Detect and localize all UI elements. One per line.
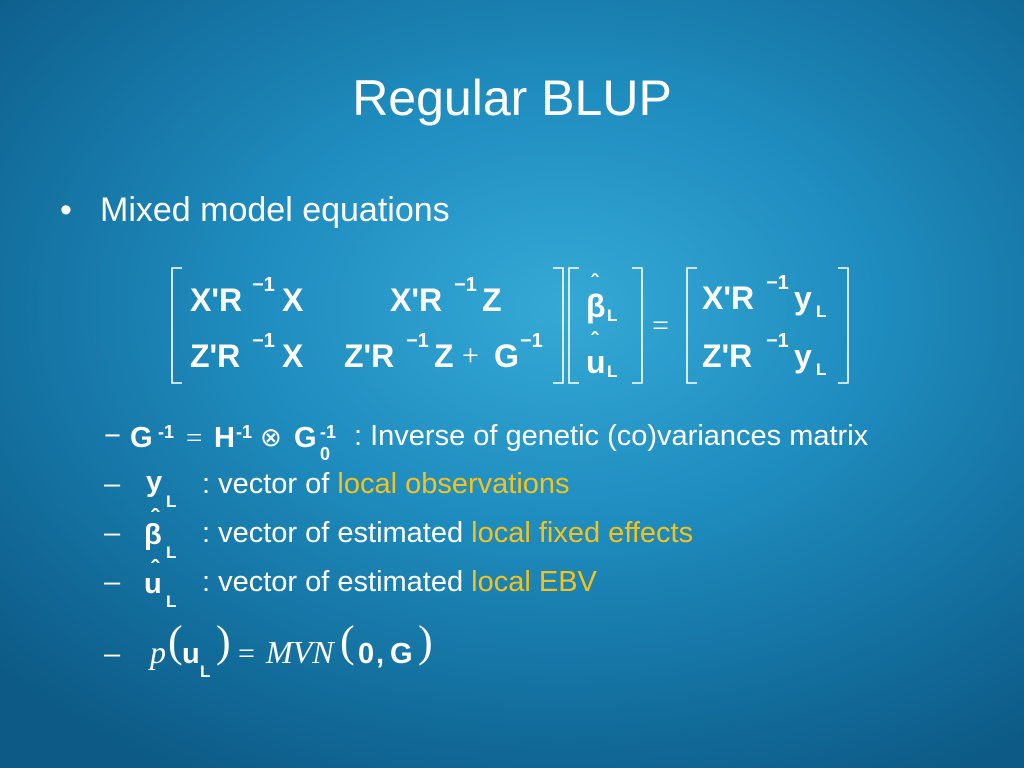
rhs-row1-xr: X'R (702, 280, 755, 316)
sub-item-beta-local: – ˆ β L : vector of estimated local fixe… (104, 505, 984, 562)
sub-item-u-local: – ˆ u L : vector of estimated local EBV (104, 556, 984, 611)
row1-col1-sup: −1 (252, 274, 275, 296)
beta-hat-accent: ˆ (591, 270, 599, 295)
sub-item-g-inverse: − G -1 = H -1 ⊗ G -1 0 : Inverse of gene… (104, 418, 984, 464)
h-sup: -1 (236, 422, 253, 442)
rhs-row2-sub: L (816, 360, 827, 379)
beta-sub: L (607, 306, 618, 325)
y-sub: L (166, 492, 177, 511)
sub-item-text: : vector of estimated local fixed effect… (202, 515, 693, 551)
beta-symbol: β (144, 519, 162, 551)
rhs-row1-y: y (794, 280, 812, 316)
sub-item-text-highlight: local observations (337, 468, 570, 500)
right-paren-2: ) (418, 617, 433, 666)
sub-item-dash: – (104, 517, 121, 549)
u-sub: L (200, 662, 211, 681)
sub-item-dash: – (104, 468, 121, 500)
left-paren-2: ( (340, 617, 355, 666)
sub-item-distribution: – p ( u L ) = MVN ( 0 , G ) (104, 617, 664, 682)
bullet-text: Mixed model equations (100, 191, 450, 229)
rhs-row2-zr: Z'R (702, 338, 753, 374)
u-hat-accent: ˆ (151, 556, 159, 583)
h-symbol: H (214, 422, 235, 454)
equals-sign: = (238, 637, 255, 670)
sub-item-dash: – (104, 566, 121, 598)
sub-item-dash: − (104, 420, 121, 452)
row1-col1-xr: X'R (190, 282, 243, 318)
sub-item-y-local: – y L : vector of local observations (104, 466, 984, 511)
row2-col2-z: Z (434, 338, 454, 374)
bullet-mixed-model: • Mixed model equations (60, 188, 450, 232)
beta-sub: L (166, 543, 177, 562)
beta-symbol: β (586, 288, 606, 324)
mvn-symbol: MVN (266, 634, 334, 670)
y-symbol: y (146, 466, 163, 498)
row2-col1-x: X (282, 338, 304, 374)
rhs-row2-y: y (794, 338, 812, 374)
zero-vector: 0 (358, 638, 375, 670)
sub-item-text: : vector of estimated local EBV (202, 564, 597, 600)
sub-item-dash: – (104, 638, 121, 670)
comma: , (376, 638, 385, 670)
g-symbol: G (390, 638, 413, 670)
row2-col2-sup: −1 (406, 330, 429, 352)
beta-hat-accent: ˆ (151, 505, 159, 532)
rhs-row1-sup: −1 (766, 272, 789, 294)
g-sup: -1 (158, 422, 175, 442)
g-symbol: G (130, 422, 153, 454)
row1-col2-xr: X'R (390, 282, 443, 318)
u-sub: L (166, 592, 177, 611)
sub-item-text-highlight: local EBV (471, 566, 597, 598)
bullet-marker: • (60, 191, 72, 229)
rhs-row1-sub: L (816, 302, 827, 321)
equals-sign: = (186, 422, 203, 454)
left-paren: ( (168, 617, 183, 666)
sub-item-text-plain: : vector of estimated (202, 517, 472, 549)
sub-item-text-highlight: local fixed effects (471, 517, 694, 549)
row2-col1-sup: −1 (252, 330, 275, 352)
row1-col2-sup: −1 (454, 274, 477, 296)
u-symbol: u (586, 344, 606, 380)
row2-col2-gsup: −1 (520, 330, 543, 352)
matrix-equals: = (652, 309, 669, 342)
row1-col2-z: Z (482, 282, 502, 318)
row2-col2-zr: Z'R (344, 338, 395, 374)
g0-symbol: G (294, 422, 317, 454)
rhs-row2-sup: −1 (766, 330, 789, 352)
sub-item-text-plain: : vector of estimated (202, 566, 472, 598)
row2-col1-zr: Z'R (190, 338, 241, 374)
p-symbol: p (150, 634, 166, 670)
u-symbol: u (144, 568, 162, 600)
u-hat-accent: ˆ (591, 328, 599, 353)
sub-item-text: : Inverse of genetic (co)variances matri… (354, 420, 869, 452)
row2-col2-g: G (494, 338, 519, 374)
right-paren: ) (216, 617, 231, 666)
slide-title: Regular BLUP (352, 70, 672, 126)
sub-item-text-plain: : vector of (202, 468, 338, 500)
u-symbol: u (182, 638, 200, 670)
g0-sup: -1 (320, 422, 337, 442)
row2-col2-plus: + (462, 339, 479, 372)
row1-col1-x: X (282, 282, 304, 318)
kronecker-product-symbol: ⊗ (260, 423, 282, 453)
u-sub: L (607, 362, 618, 381)
sub-item-text: : vector of local observations (202, 466, 570, 502)
g0-sub: 0 (320, 444, 331, 464)
